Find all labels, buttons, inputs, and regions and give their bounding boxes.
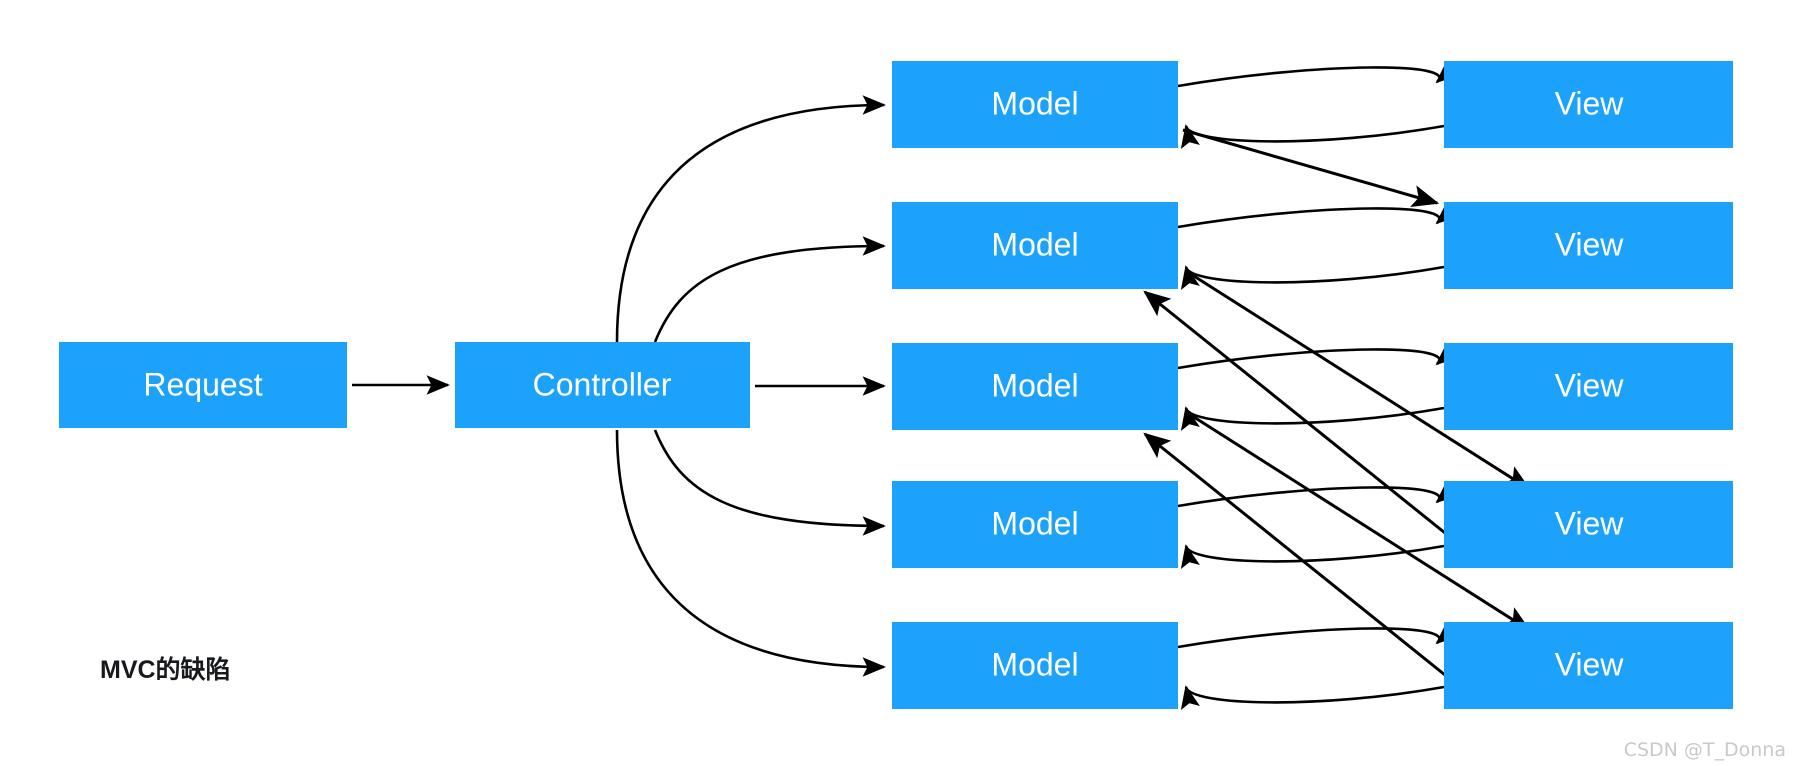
edge-cross-model-2-to-view-4	[1185, 269, 1531, 491]
node-view-5-rect[interactable]	[1444, 622, 1733, 709]
edge-view-4-to-model-4	[1181, 544, 1445, 570]
edge-controller-to-model-2	[653, 236, 886, 343]
node-view-4-rect[interactable]	[1444, 481, 1733, 568]
edge-view-1-to-model-1	[1181, 124, 1445, 150]
node-view-4[interactable]: View	[1444, 481, 1733, 568]
node-model-5-rect[interactable]	[892, 622, 1178, 709]
node-controller-rect[interactable]	[455, 342, 750, 428]
node-view-1[interactable]: View	[1444, 61, 1733, 148]
node-model-2[interactable]: Model	[892, 202, 1178, 289]
node-request[interactable]: Request	[59, 342, 347, 428]
node-model-5-label: Model	[991, 646, 1078, 682]
node-view-2-rect[interactable]	[1444, 202, 1733, 289]
node-model-4-rect[interactable]	[892, 481, 1178, 568]
diagram-caption: MVC的缺陷	[100, 655, 231, 684]
node-view-2-label: View	[1555, 226, 1625, 262]
edge-model-4-to-view-4	[1177, 480, 1460, 508]
edge-controller-to-model-1	[615, 95, 886, 343]
edge-cross-view-5-to-model-3	[1143, 432, 1461, 689]
node-controller-label: Controller	[533, 366, 672, 402]
node-model-1[interactable]: Model	[892, 61, 1178, 148]
edge-model-3-to-view-3	[1177, 342, 1460, 370]
node-model-5[interactable]: Model	[892, 622, 1178, 709]
edge-controller-to-model-4	[653, 429, 886, 536]
node-view-5-label: View	[1555, 646, 1625, 682]
node-model-2-rect[interactable]	[892, 202, 1178, 289]
node-model-4-label: Model	[991, 505, 1078, 541]
edge-layer	[352, 60, 1531, 711]
edge-model-5-to-view-5	[1177, 621, 1460, 649]
edge-view-5-to-model-5	[1181, 685, 1445, 711]
edge-model-1-to-view-1	[1177, 60, 1460, 88]
edge-cross-model-1-to-view-2	[1182, 128, 1440, 207]
node-view-3[interactable]: View	[1444, 343, 1733, 430]
node-model-4[interactable]: Model	[892, 481, 1178, 568]
node-controller[interactable]: Controller	[455, 342, 750, 428]
node-model-1-rect[interactable]	[892, 61, 1178, 148]
edge-controller-to-model-5	[615, 429, 886, 677]
node-model-3-rect[interactable]	[892, 343, 1178, 430]
node-view-1-label: View	[1555, 85, 1625, 121]
node-model-2-label: Model	[991, 226, 1078, 262]
watermark-label: CSDN @T_Donna	[1624, 739, 1786, 761]
node-view-3-label: View	[1555, 367, 1625, 403]
edge-cross-view-4-to-model-2	[1143, 290, 1461, 547]
node-model-3-label: Model	[991, 367, 1078, 403]
node-request-rect[interactable]	[59, 342, 347, 428]
edge-cross-model-3-to-view-5	[1185, 410, 1531, 632]
node-view-2[interactable]: View	[1444, 202, 1733, 289]
node-view-1-rect[interactable]	[1444, 61, 1733, 148]
edge-view-3-to-model-3	[1181, 406, 1445, 432]
edge-model-2-to-view-2	[1177, 201, 1460, 229]
edge-view-2-to-model-2	[1181, 265, 1445, 291]
node-view-5[interactable]: View	[1444, 622, 1733, 709]
node-view-4-label: View	[1555, 505, 1625, 541]
node-request-label: Request	[143, 366, 262, 402]
node-model-3[interactable]: Model	[892, 343, 1178, 430]
node-view-3-rect[interactable]	[1444, 343, 1733, 430]
node-model-1-label: Model	[991, 85, 1078, 121]
